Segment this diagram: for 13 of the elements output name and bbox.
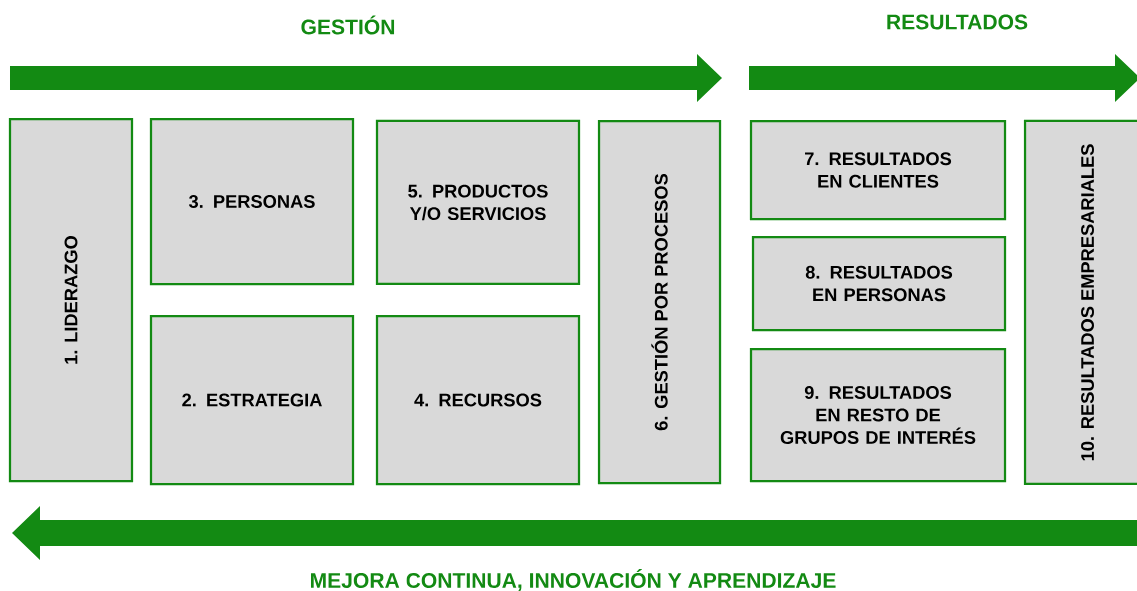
process-box: 3. PERSONAS bbox=[149, 117, 355, 286]
process-box: 5. PRODUCTOS Y/O SERVICIOS bbox=[375, 119, 581, 286]
rotated-box: 6. GESTIÓN POR PROCESOS bbox=[597, 119, 722, 485]
heading: RESULTADOS bbox=[887, 14, 1028, 30]
process-box: 9. RESULTADOS EN RESTO DE GRUPOS DE INTERÉS bbox=[749, 347, 1007, 483]
process-box: 2. ESTRATEGIA bbox=[149, 314, 355, 486]
process-box: 7. RESULTADOS EN CLIENTES bbox=[749, 119, 1007, 221]
rotated-box: 1. LIDERAZGO bbox=[8, 117, 134, 483]
process-box: 8. RESULTADOS EN PERSONAS bbox=[751, 235, 1007, 332]
heading: MEJORA CONTINUA, INNOVACIÓN Y APRENDIZAJE bbox=[311, 569, 836, 591]
heading: GESTIÓN bbox=[301, 15, 395, 35]
process-box: 4. RECURSOS bbox=[375, 314, 581, 486]
rotated-box: 10. RESULTADOS EMPRESARIALES bbox=[1023, 119, 1137, 486]
